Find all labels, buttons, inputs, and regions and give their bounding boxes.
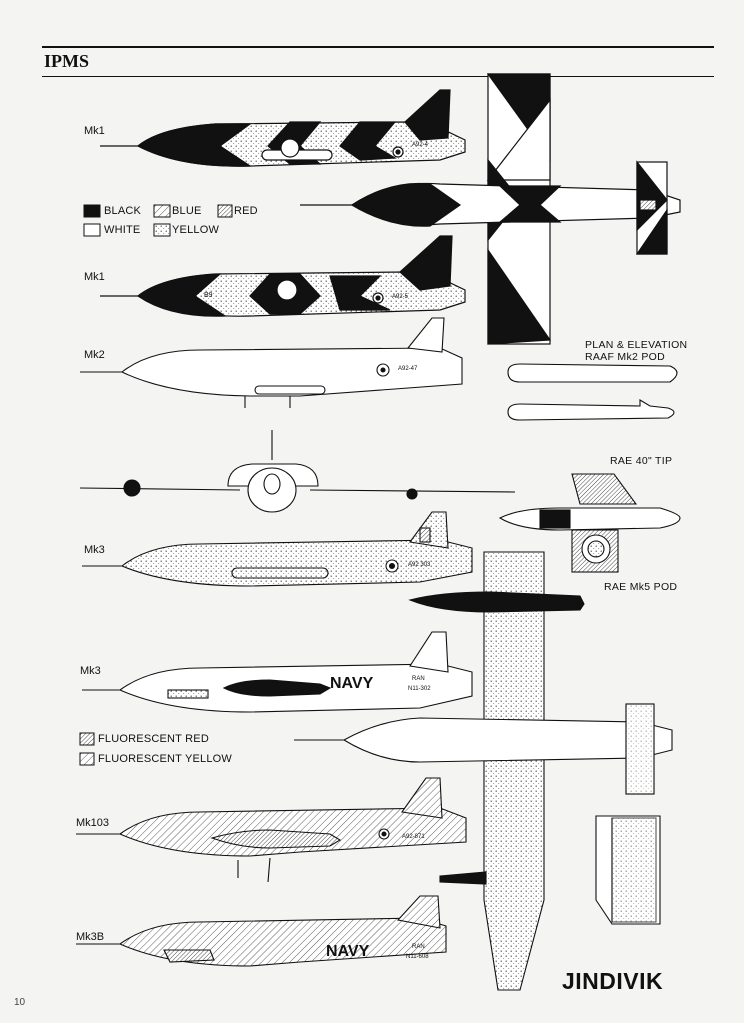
label-mk3-b: Mk3 [80, 665, 101, 677]
mk2-side [80, 317, 463, 408]
mk3-side-b [82, 631, 473, 713]
legend-yellow-label: YELLOW [172, 224, 220, 236]
magazine-header: IPMS [44, 51, 89, 71]
plan-elevation-subtitle: RAAF Mk2 POD [585, 351, 666, 363]
mk1-side-a [100, 89, 466, 167]
legend-blue-label: BLUE [172, 205, 202, 217]
mk3-serial: A92 303 [408, 562, 431, 568]
page-title: JINDIVIK [562, 968, 664, 994]
mk1b-code: B9 [204, 292, 213, 299]
rae-mk5-pod-detail [595, 815, 661, 925]
navy-marking-a: NAVY [330, 675, 374, 692]
mk3b-serial-a: N11-302 [408, 686, 431, 692]
mk1b-serial: A92-5 [392, 294, 409, 300]
mk1a-serial: A92-4 [412, 142, 429, 148]
mk2-serial: A92-47 [398, 366, 418, 372]
mk1a-code: B1 [193, 143, 202, 150]
label-mk3-a: Mk3 [84, 544, 105, 556]
legend-fluorescent-red-label: FLUORESCENT RED [98, 733, 209, 745]
plan-view-bottom [294, 551, 673, 991]
color-legend-swatches [83, 204, 233, 237]
plan-view-top [300, 73, 681, 345]
mk3b-serial-b: N11-608 [406, 954, 429, 960]
mk3b-ran-b: RAN [412, 944, 425, 950]
rae-tip-label: RAE 40" TIP [610, 455, 673, 467]
mk1-side-b [100, 235, 466, 317]
legend-black-label: BLACK [104, 205, 142, 217]
raaf-mk2-pods [507, 363, 678, 421]
fluor-legend-swatches [79, 732, 95, 766]
legend-red-label: RED [234, 205, 258, 217]
navy-marking-b: NAVY [326, 943, 370, 960]
mk3b-ran-a: RAN [412, 676, 425, 682]
header-underline [42, 76, 714, 77]
mk103-serial: A92-871 [402, 834, 425, 840]
front-view [79, 430, 516, 513]
mk3-side-a [82, 511, 473, 587]
label-mk3b: Mk3B [76, 931, 105, 943]
label-mk2: Mk2 [84, 349, 105, 361]
rae-mk5-pod-label: RAE Mk5 POD [604, 581, 678, 593]
label-mk1-b: Mk1 [84, 271, 105, 283]
rae-tip [498, 473, 681, 573]
label-mk1-a: Mk1 [84, 125, 105, 137]
header-rule [42, 46, 714, 48]
plan-elevation-title: PLAN & ELEVATION [585, 339, 688, 351]
mk103-side [76, 777, 467, 883]
label-mk103: Mk103 [76, 817, 110, 829]
page-number: 10 [14, 997, 26, 1008]
legend-fluorescent-yellow-label: FLUORESCENT YELLOW [98, 753, 233, 765]
mk3b-side [76, 895, 447, 967]
legend-white-label: WHITE [104, 224, 141, 236]
